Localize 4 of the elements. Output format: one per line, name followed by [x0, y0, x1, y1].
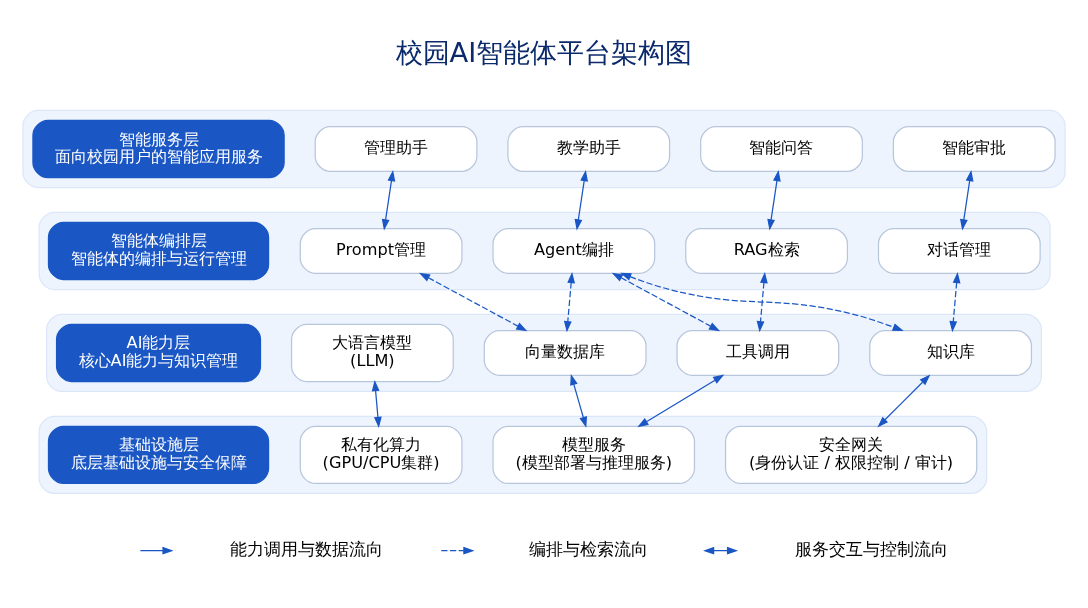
- diagram-title: 校园AI智能体平台架构图: [395, 36, 693, 68]
- legend-label: 服务交互与控制流向: [794, 539, 948, 560]
- legend-label: 能力调用与数据流向: [230, 539, 383, 560]
- legend-label: 编排与检索流向: [529, 539, 649, 560]
